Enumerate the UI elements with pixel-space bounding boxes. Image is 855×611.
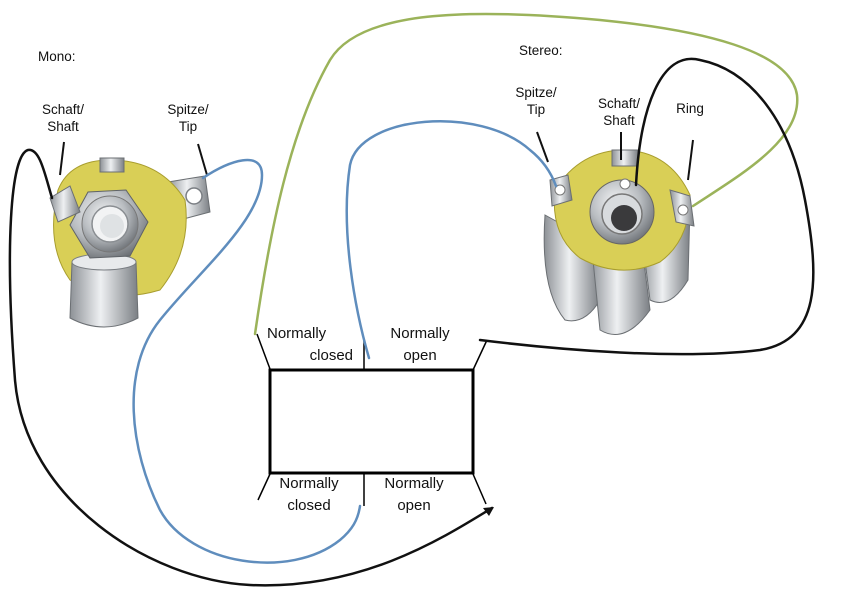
- bottom-right-switch-label: Normally open: [369, 473, 459, 517]
- stereo-tip-label-line2: Tip: [526, 102, 546, 117]
- stereo-ring-label: Ring: [676, 101, 704, 116]
- stereo-jack-photo: [520, 140, 710, 350]
- top-left-switch-line2: closed: [309, 347, 353, 364]
- black-wire-stereo: [478, 57, 815, 356]
- blue-wire-stereo: [345, 120, 558, 360]
- mono-tip-label-line2: Tip: [178, 119, 198, 134]
- top-right-switch-line1: Normally: [390, 325, 450, 342]
- stereo-title: Stereo:: [519, 43, 563, 58]
- black-wire-arrowhead: [483, 507, 494, 516]
- stereo-tip-label: Spitze/ Tip: [506, 84, 566, 118]
- stereo-shaft-label: Schaft/ Shaft: [588, 95, 650, 129]
- bottom-left-switch-line1: Normally: [279, 475, 339, 492]
- top-right-switch-label: Normally open: [375, 323, 465, 367]
- top-left-switch-line1: Normally: [267, 325, 327, 342]
- top-right-switch-line2: open: [403, 347, 437, 364]
- bottom-left-switch-label: Normally closed: [264, 473, 354, 517]
- bottom-left-switch-line2: closed: [287, 497, 331, 514]
- mono-shaft-label-line1: Schaft/: [41, 102, 85, 117]
- top-right-tick: [472, 339, 488, 371]
- stereo-shaft-label-line1: Schaft/: [597, 96, 641, 111]
- blue-wire-mono: [132, 158, 362, 564]
- mono-shaft-pointer: [59, 141, 65, 176]
- mono-title: Mono:: [38, 49, 76, 64]
- mono-tip-label: Spitze/ Tip: [158, 101, 218, 135]
- label-pointers: [59, 131, 694, 181]
- stereo-tip-label-line1: Spitze/: [515, 85, 557, 100]
- bottom-right-switch-line2: open: [397, 497, 431, 514]
- mono-shaft-label-line2: Shaft: [47, 119, 79, 134]
- stereo-tip-pointer: [536, 131, 549, 163]
- black-wire-mono: [8, 148, 494, 587]
- mono-jack-photo: [40, 140, 211, 340]
- top-left-tick: [256, 333, 271, 370]
- stereo-shaft-label-line2: Shaft: [603, 113, 635, 128]
- top-left-switch-label: Normally closed: [263, 323, 353, 367]
- stereo-ring-pointer: [687, 139, 694, 181]
- wires: [8, 12, 815, 587]
- switch-box-rect: [268, 368, 475, 475]
- mono-tip-label-line1: Spitze/: [167, 102, 209, 117]
- mono-shaft-label: Schaft/ Shaft: [34, 101, 92, 135]
- bottom-right-switch-line1: Normally: [384, 475, 444, 492]
- bottom-right-tick: [472, 473, 487, 505]
- bottom-left-tick: [257, 473, 271, 501]
- mono-tip-pointer: [197, 143, 208, 176]
- green-wire: [253, 12, 799, 336]
- switch-box: [256, 333, 488, 506]
